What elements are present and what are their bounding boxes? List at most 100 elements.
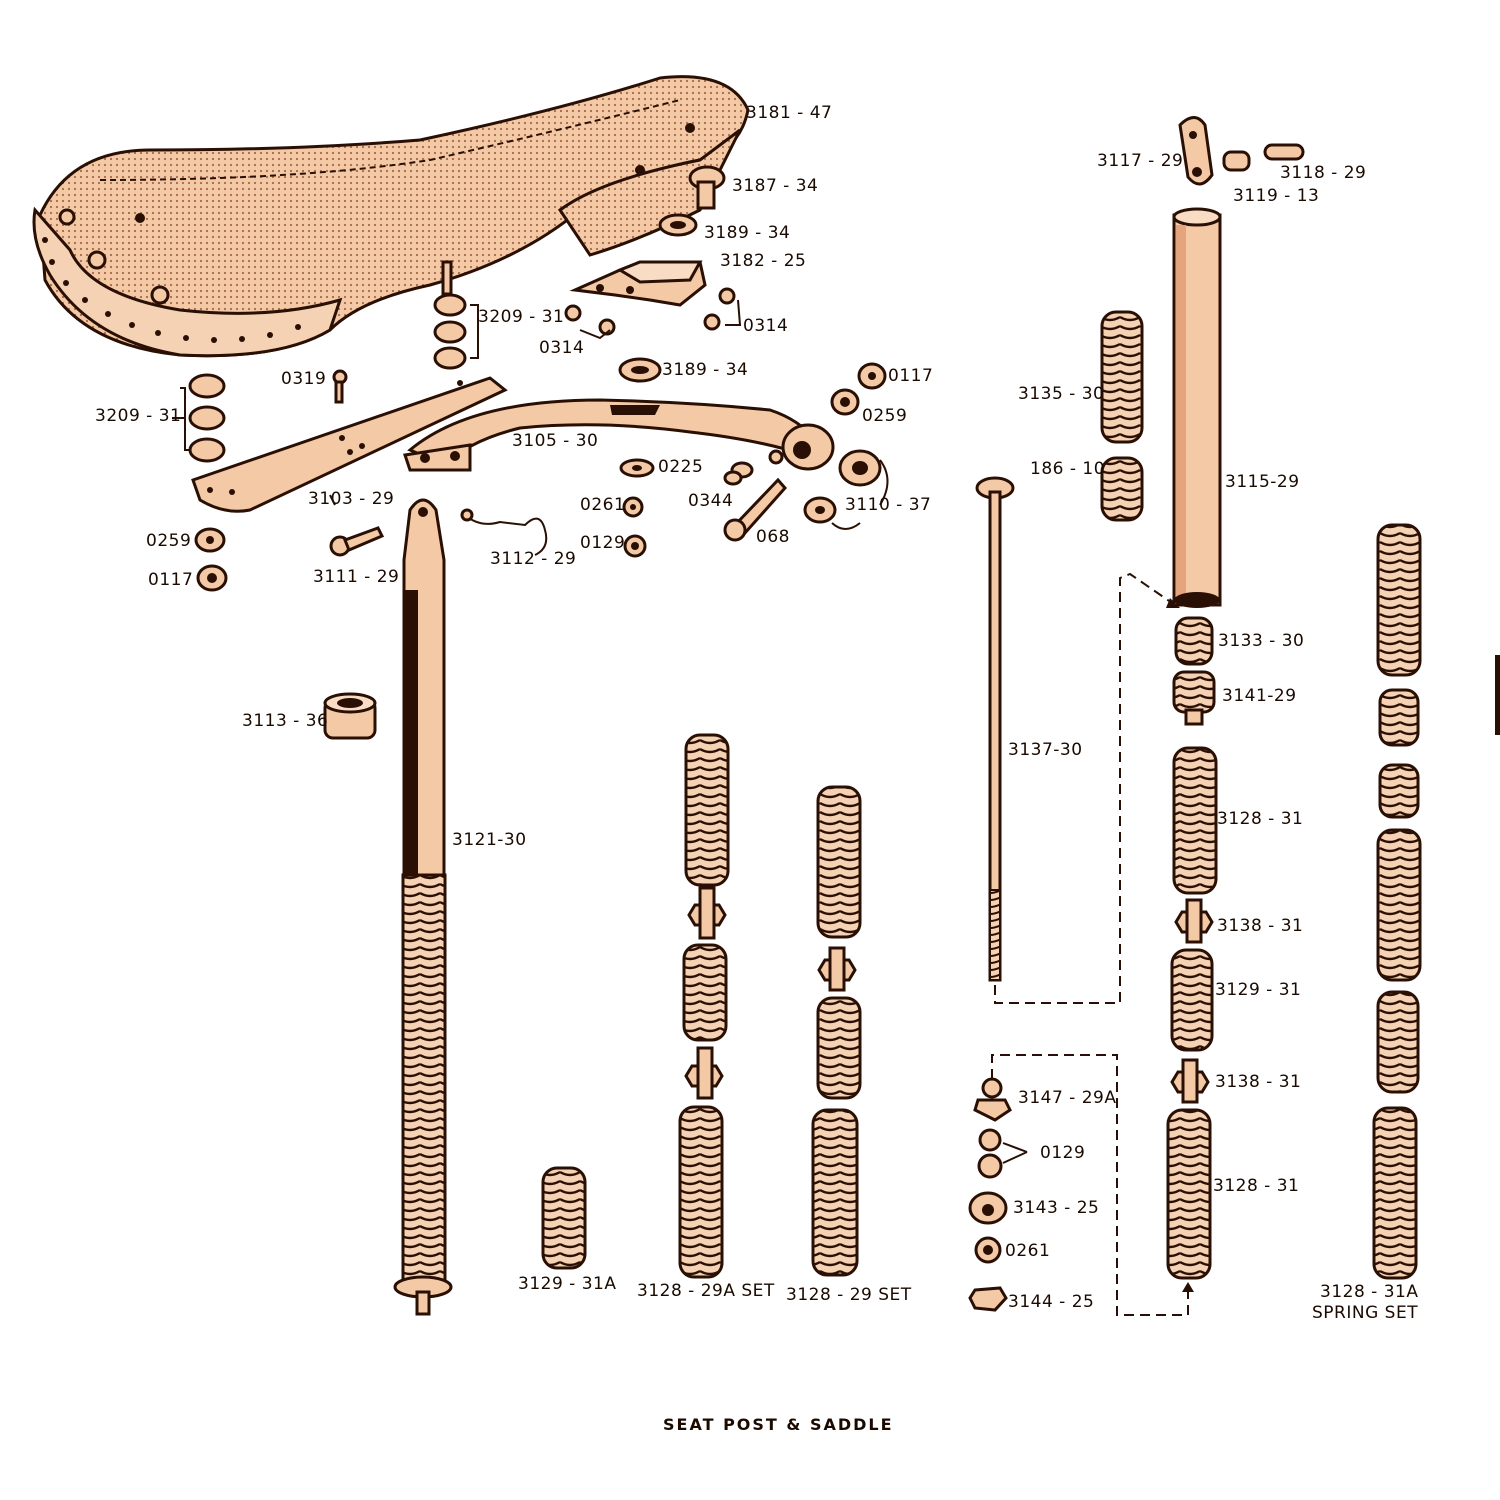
bushing-3110-37 — [803, 449, 882, 524]
label-0259-lower: 0259 — [146, 531, 191, 551]
washer-hole-0261 — [983, 1245, 993, 1255]
roller-3119-13 — [1222, 150, 1251, 172]
label-3141-29: 3141-29 — [1222, 686, 1297, 706]
label-3113-36: 3113 - 36 — [242, 711, 328, 731]
leader-3103-29 — [329, 494, 336, 506]
saddle-stud — [433, 260, 467, 370]
label-3115-29: 3115-29 — [1225, 472, 1300, 492]
label-3111-29: 3111 - 29 — [313, 567, 399, 587]
spring-3129-31a — [541, 1166, 587, 1270]
label-3189-34-upper: 3189 - 34 — [704, 223, 790, 243]
clip-eye — [460, 508, 474, 522]
nut-0344 — [723, 461, 754, 486]
spring-set-3128-29a — [678, 733, 730, 1279]
nut-0129 — [623, 534, 647, 558]
label-spring-set: SPRING SET — [1312, 1303, 1418, 1323]
label-3135-30: 3135 - 30 — [1018, 384, 1104, 404]
link-3117-29 — [1178, 116, 1214, 186]
screw-0319 — [332, 369, 348, 404]
label-3143-25: 3143 - 25 — [1013, 1198, 1099, 1218]
label-3118-29: 3118 - 29 — [1280, 163, 1366, 183]
saddle — [32, 75, 750, 358]
cup-hole-3143 — [982, 1204, 994, 1216]
label-0319: 0319 — [281, 369, 326, 389]
washer-hole-upper — [670, 221, 686, 229]
label-3189-34-lower: 3189 - 34 — [662, 360, 748, 380]
label-068: 068 — [756, 527, 790, 547]
label-0129-lower: 0129 — [1040, 1143, 1085, 1163]
label-3144-25: 3144 - 25 — [1008, 1292, 1094, 1312]
label-3129-31a: 3129 - 31A — [518, 1274, 616, 1294]
label-3128-29a-set: 3128 - 29A SET — [637, 1281, 775, 1301]
frame-3105-30 — [403, 398, 835, 472]
edge-mark — [1495, 655, 1500, 735]
label-0129-upper: 0129 — [580, 533, 625, 553]
spring-186-10 — [1100, 456, 1144, 522]
spring-set-3128-29 — [811, 785, 862, 1277]
pin-3111-29 — [329, 526, 385, 557]
seat-post-3121-30 — [393, 498, 453, 1316]
cap-3147-29a — [973, 1098, 1012, 1122]
saddle-rivets — [42, 237, 301, 343]
label-3121-30: 3121-30 — [452, 830, 527, 850]
arrow-3128-bottom — [1182, 1282, 1194, 1292]
washer-0259-lower — [194, 527, 226, 553]
label-0344: 0344 — [688, 491, 733, 511]
rod-3137-30 — [975, 476, 1015, 982]
washer-0261 — [622, 496, 644, 518]
label-0259-upper: 0259 — [862, 406, 907, 426]
screws-0314 — [564, 287, 736, 336]
label-3128-31-lower: 3128 - 31 — [1213, 1176, 1299, 1196]
clip-3112-29 — [464, 514, 548, 556]
label-186-10: 186 - 10 — [1030, 459, 1105, 479]
label-3181-47: 3181 - 47 — [746, 103, 832, 123]
spring-3135-30 — [1100, 310, 1144, 444]
bushing-3113-36 — [323, 692, 377, 740]
label-3147-29a: 3147 - 29A — [1018, 1088, 1116, 1108]
washer-hole-lower — [631, 366, 649, 374]
bracket-3209-31a — [470, 304, 479, 359]
pin-3118-29 — [1263, 143, 1305, 161]
label-3105-30: 3105 - 30 — [512, 431, 598, 451]
link-hole-bottom — [1192, 167, 1202, 177]
label-0261-lower: 0261 — [1005, 1241, 1050, 1261]
label-3128-29-set: 3128 - 29 SET — [786, 1285, 912, 1305]
label-0225: 0225 — [658, 457, 703, 477]
label-3138-31-lower: 3138 - 31 — [1215, 1072, 1301, 1092]
label-3117-29: 3117 - 29 — [1097, 151, 1183, 171]
label-3128-31a-set: 3128 - 31A — [1320, 1282, 1418, 1302]
nut-0117-lower — [196, 564, 228, 592]
label-0261-upper: 0261 — [580, 495, 625, 515]
clip-3182-25 — [569, 260, 707, 307]
nut-0117-upper — [857, 362, 887, 390]
label-3137-30: 3137-30 — [1008, 740, 1083, 760]
page-title: SEAT POST & SADDLE — [663, 1415, 894, 1434]
dash-leader-3137-30 — [994, 572, 1176, 1004]
label-3119-13: 3119 - 13 — [1233, 186, 1319, 206]
leader-0314a — [579, 329, 611, 340]
label-3138-31-upper: 3138 - 31 — [1217, 916, 1303, 936]
label-3209-31-upper: 3209 - 31 — [478, 307, 564, 327]
label-3209-31-lower: 3209 - 31 — [95, 406, 181, 426]
bolt-3187-34 — [688, 165, 726, 210]
leader-3110-37 — [831, 459, 889, 530]
bolt-068 — [723, 477, 787, 542]
cap-top-3147 — [981, 1077, 1003, 1099]
label-3133-30: 3133 - 30 — [1218, 631, 1304, 651]
washer-0259-upper — [830, 388, 860, 416]
plate-3103-29 — [191, 376, 508, 513]
label-0117-lower: 0117 — [148, 570, 193, 590]
label-0314-right: 0314 — [743, 316, 788, 336]
label-0117-upper: 0117 — [888, 366, 933, 386]
nut-3144-25 — [968, 1286, 1008, 1312]
washer-0225 — [619, 458, 655, 478]
link-hole-top — [1189, 131, 1197, 139]
label-3110-37: 3110 - 37 — [845, 495, 931, 515]
label-3129-31: 3129 - 31 — [1215, 980, 1301, 1000]
spring-set-3128-31a — [1372, 523, 1422, 1280]
nut-0129-upper — [978, 1128, 1002, 1152]
label-3112-29: 3112 - 29 — [490, 549, 576, 569]
spacer-stack-3209-31b — [188, 373, 226, 463]
leader-0129 — [1002, 1142, 1028, 1164]
